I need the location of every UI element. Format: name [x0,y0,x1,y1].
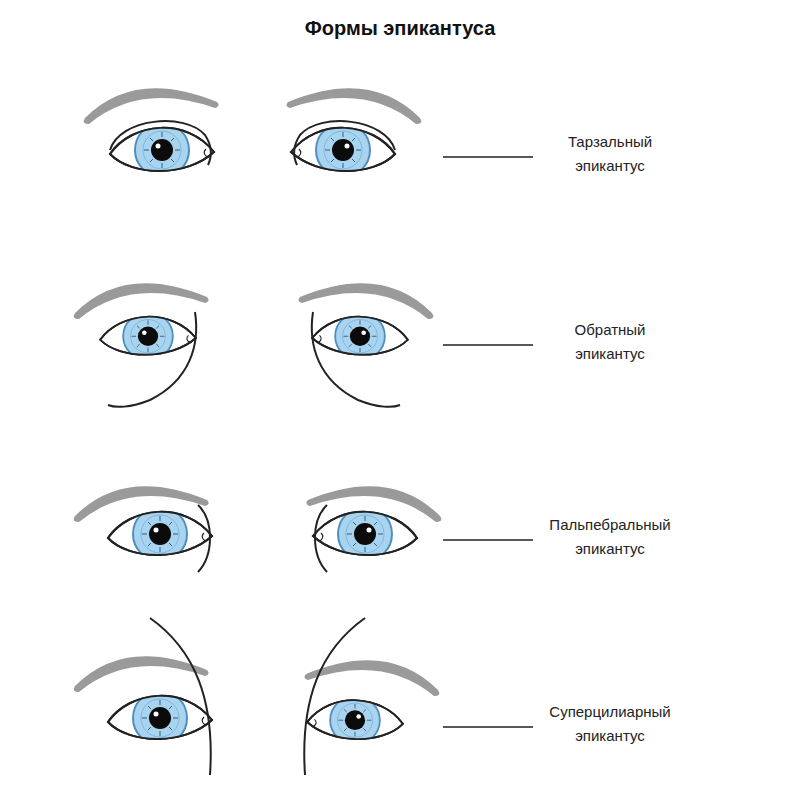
form-label: Пальпебральный эпикантус [540,513,680,561]
form-label: Суперцилиарный эпикантус [540,700,680,748]
form-label: Тарзальный эпикантус [540,130,680,178]
diagram-title: Формы эпикантуса [305,17,496,40]
form-label: Обратный эпикантус [540,318,680,366]
